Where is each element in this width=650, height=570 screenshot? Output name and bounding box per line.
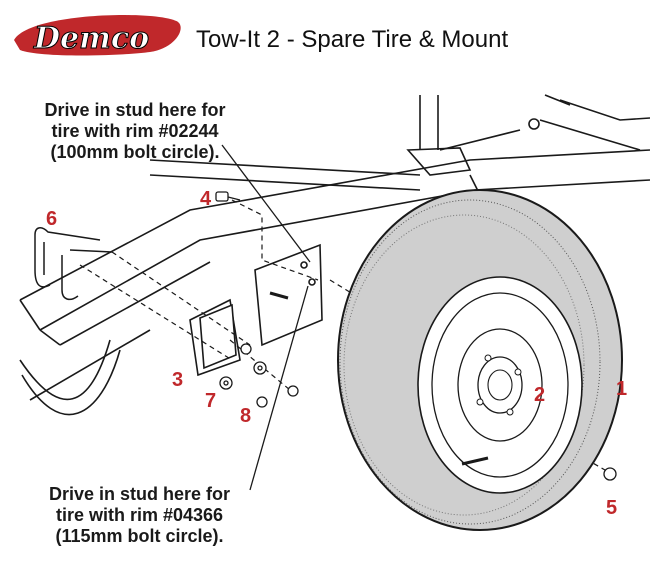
note-line: Drive in stud here for (44, 100, 226, 120)
callout-5: 5 (606, 497, 618, 519)
mounting-plates (189, 243, 323, 377)
demco-logo: Demco (14, 15, 181, 57)
spare-tire (337, 189, 623, 531)
callout-8: 8 (240, 405, 252, 427)
note-rim-04366: Drive in stud here for tire with rim #04… (22, 484, 257, 547)
note-line: tire with rim #04366 (55, 505, 224, 525)
svg-text:Demco: Demco (33, 21, 149, 56)
note-line: tire with rim #02244 (51, 121, 219, 141)
hardware-parts (215, 191, 617, 481)
u-bolt-6 (34, 227, 113, 301)
callout-4: 4 (200, 188, 212, 210)
note-line: (115mm bolt circle). (55, 526, 224, 546)
trailer-frame (19, 94, 650, 416)
callout-3: 3 (172, 369, 184, 391)
note-rim-02244: Drive in stud here for tire with rim #02… (20, 100, 250, 163)
callout-2: 2 (534, 384, 546, 406)
note-line: Drive in stud here for (48, 484, 231, 504)
callout-6: 6 (46, 208, 58, 230)
callout-1: 1 (616, 378, 628, 400)
leader-lines (221, 144, 311, 491)
callout-7: 7 (205, 390, 217, 412)
page-title: Tow-It 2 - Spare Tire & Mount (196, 26, 509, 53)
note-line: (100mm bolt circle). (50, 142, 220, 162)
